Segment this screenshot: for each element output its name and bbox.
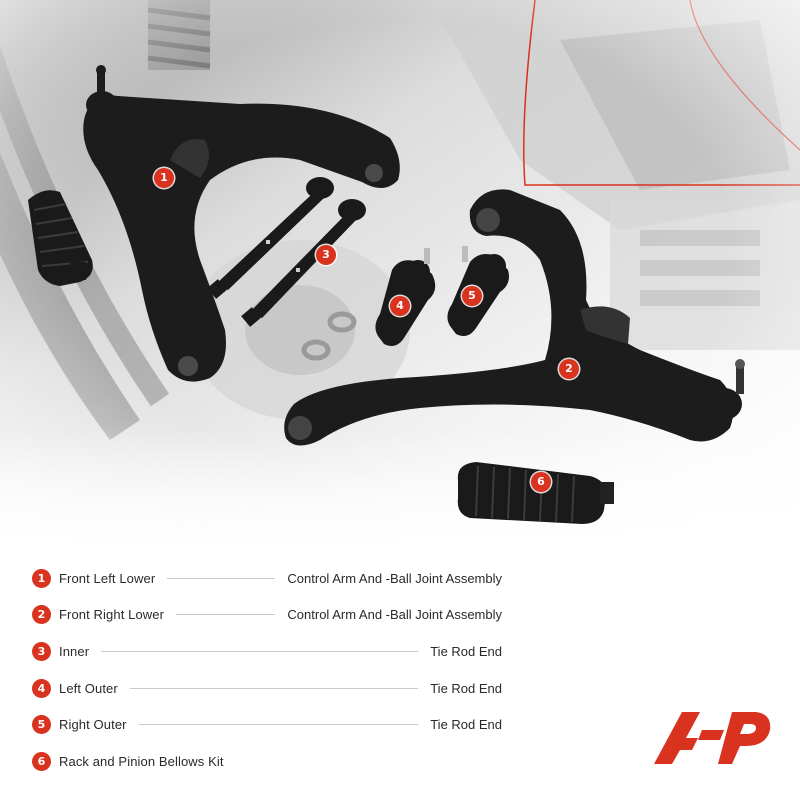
legend-description: Tie Rod End <box>430 680 502 696</box>
a-premium-logo-icon <box>648 706 774 768</box>
legend-number: 3 <box>32 641 51 661</box>
parts-illustration <box>0 0 800 545</box>
legend-number: 1 <box>32 568 51 588</box>
washers <box>301 311 357 361</box>
legend-description: Control Arm And -Ball Joint Assembly <box>287 570 502 586</box>
legend-description: Tie Rod End <box>430 643 502 659</box>
legend-label: Left Outer <box>59 680 118 696</box>
inner-tie-rods <box>207 177 366 327</box>
product-photo: 1 2 3 4 5 6 <box>0 0 800 545</box>
legend-row: 4 Left Outer Tie Rod End <box>32 670 502 707</box>
legend-number: 6 <box>32 751 51 771</box>
legend-description: Tie Rod End <box>430 717 502 733</box>
legend-label: Rack and Pinion Bellows Kit <box>59 753 224 769</box>
marker-2: 2 <box>559 359 579 379</box>
legend-label: Inner <box>59 643 90 659</box>
marker-4: 4 <box>390 296 410 316</box>
legend-row: 2 Front Right Lower Control Arm And -Bal… <box>32 597 502 634</box>
legend-row: 1 Front Left Lower Control Arm And -Ball… <box>32 560 502 597</box>
legend-row: 5 Right Outer Tie Rod End <box>32 706 502 743</box>
right-control-arm <box>284 189 745 446</box>
left-control-arm <box>83 65 400 382</box>
legend-row: 6 Rack and Pinion Bellows Kit <box>32 743 502 780</box>
legend-description: Control Arm And -Ball Joint Assembly <box>287 607 502 623</box>
legend-divider <box>101 650 419 652</box>
legend-number: 4 <box>32 678 51 698</box>
legend-number: 5 <box>32 715 51 735</box>
legend-divider <box>138 724 419 726</box>
left-bellows <box>28 190 93 286</box>
legend-label: Right Outer <box>59 717 127 733</box>
bellows <box>457 462 614 524</box>
legend-label: Front Left Lower <box>59 570 156 586</box>
marker-1: 1 <box>154 168 174 188</box>
legend-divider <box>167 577 276 579</box>
legend-label: Front Right Lower <box>59 607 165 623</box>
parts-legend: 1 Front Left Lower Control Arm And -Ball… <box>32 560 502 780</box>
legend-row: 3 Inner Tie Rod End <box>32 633 502 670</box>
legend-divider <box>129 687 419 689</box>
legend-number: 2 <box>32 605 51 625</box>
marker-6: 6 <box>531 472 551 492</box>
marker-3: 3 <box>316 245 336 265</box>
legend-divider <box>176 614 276 616</box>
marker-5: 5 <box>462 286 482 306</box>
